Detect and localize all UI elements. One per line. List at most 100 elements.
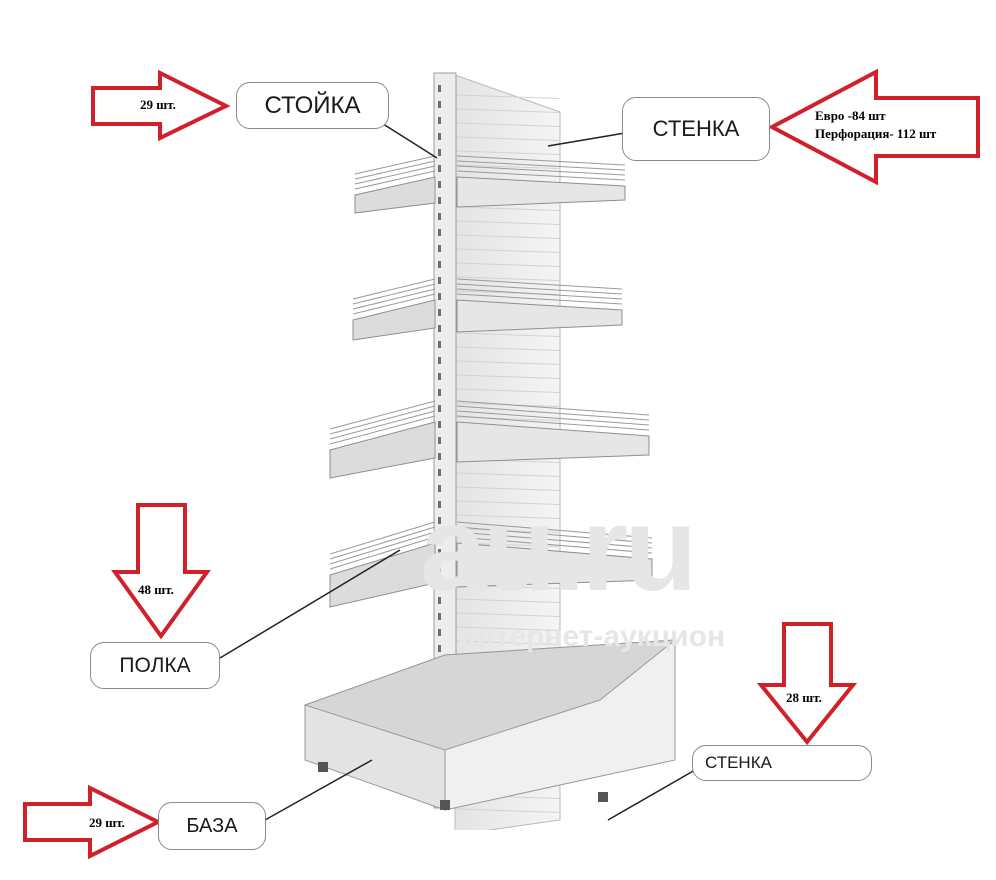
post-hole bbox=[438, 389, 441, 396]
slat-line bbox=[455, 626, 560, 631]
label-stoika-text: СТОЙКА bbox=[264, 91, 361, 119]
post-hole bbox=[438, 293, 441, 300]
post-hole bbox=[438, 549, 441, 556]
arrow-left-stenka bbox=[767, 68, 980, 186]
post-hole bbox=[438, 261, 441, 268]
label-stenka-top-text: СТЕНКА bbox=[652, 116, 740, 141]
count-stenka-euro: Евро -84 шт bbox=[815, 108, 886, 123]
post-hole bbox=[438, 357, 441, 364]
shelf-rail bbox=[456, 531, 653, 549]
count-stenka-perf: Перфорация- 112 шт bbox=[815, 126, 937, 141]
post-hole bbox=[438, 645, 441, 652]
slat-line bbox=[455, 598, 560, 603]
shelf-rail bbox=[329, 410, 436, 440]
slat-line bbox=[455, 248, 560, 253]
post-hole bbox=[438, 213, 441, 220]
slat-line bbox=[455, 122, 560, 127]
shelf-right-deck bbox=[456, 542, 653, 588]
post-hole bbox=[438, 101, 441, 108]
post-hole bbox=[438, 565, 441, 572]
shelf-rail bbox=[456, 400, 650, 416]
shelf-rail bbox=[354, 170, 436, 190]
post-hole bbox=[438, 149, 441, 156]
shelf-rail bbox=[456, 405, 650, 421]
leader-polka bbox=[219, 549, 401, 659]
slat-line bbox=[455, 360, 560, 365]
shelf-rail bbox=[456, 283, 623, 295]
slat-line bbox=[455, 374, 560, 379]
shelf-rail bbox=[329, 405, 436, 435]
slat-line bbox=[455, 276, 560, 281]
post-hole bbox=[438, 453, 441, 460]
slat-line bbox=[455, 164, 560, 169]
arrow-down-stenka bbox=[756, 622, 858, 746]
shelf-right-deck bbox=[456, 299, 623, 333]
post-hole bbox=[438, 517, 441, 524]
slat-line bbox=[455, 500, 560, 505]
slat-line bbox=[455, 472, 560, 477]
shelves bbox=[329, 155, 653, 608]
post-hole bbox=[438, 581, 441, 588]
watermark-tagline: интернет-аукцион bbox=[458, 620, 726, 653]
post-hole bbox=[438, 277, 441, 284]
count-polka: 48 шт. bbox=[138, 582, 174, 597]
shelf-left-deck bbox=[329, 542, 436, 608]
leader-lines bbox=[219, 121, 696, 821]
shelf-rail bbox=[352, 278, 436, 300]
shelf-rail bbox=[456, 521, 653, 539]
slat-line bbox=[455, 234, 560, 239]
shelf-rail bbox=[354, 155, 436, 175]
label-stenka-bottom: СТЕНКА bbox=[692, 745, 872, 781]
slat-line bbox=[455, 612, 560, 617]
leader-stoika bbox=[379, 121, 438, 159]
post-hole bbox=[438, 469, 441, 476]
label-stenka-top: СТЕНКА bbox=[622, 97, 770, 161]
shelf bbox=[329, 521, 653, 608]
post-hole bbox=[438, 405, 441, 412]
label-polka-text: ПОЛКА bbox=[119, 653, 191, 677]
leader-stenka-bottom bbox=[607, 769, 696, 821]
count-stoika: 29 шт. bbox=[140, 97, 176, 112]
arrow-down-polka bbox=[111, 503, 211, 640]
shelf-rail bbox=[329, 400, 436, 430]
base-unit bbox=[303, 639, 677, 811]
shelf-rail bbox=[456, 293, 623, 305]
slat-line bbox=[455, 640, 560, 645]
shelf-rail bbox=[456, 415, 650, 431]
post-hole bbox=[438, 309, 441, 316]
post-hole bbox=[438, 341, 441, 348]
post-hole bbox=[438, 421, 441, 428]
post-hole bbox=[438, 117, 441, 124]
slat-line bbox=[455, 514, 560, 519]
shelf-rail bbox=[456, 170, 626, 181]
shelf-rail bbox=[352, 293, 436, 315]
slat-line bbox=[455, 136, 560, 141]
post-hole bbox=[438, 629, 441, 636]
shelf bbox=[352, 278, 623, 341]
post-hole bbox=[438, 533, 441, 540]
slat-line bbox=[455, 346, 560, 351]
slat-line bbox=[455, 808, 560, 813]
post-hole bbox=[438, 197, 441, 204]
slat-line bbox=[455, 220, 560, 225]
shelf-rail bbox=[354, 160, 436, 180]
shelf-rail bbox=[329, 415, 436, 445]
label-stoika: СТОЙКА bbox=[236, 82, 389, 129]
post-hole bbox=[438, 437, 441, 444]
shelf bbox=[354, 155, 626, 214]
watermark-brand: au.ru bbox=[420, 482, 697, 616]
shelf-rail bbox=[456, 410, 650, 426]
arrow-right-baza bbox=[23, 784, 163, 860]
shelf-right-deck bbox=[456, 176, 626, 208]
post-hole bbox=[438, 165, 441, 172]
shelf-left-deck bbox=[329, 421, 436, 479]
post-hole bbox=[438, 373, 441, 380]
shelf-rail bbox=[329, 526, 436, 560]
shelf-left-deck bbox=[352, 299, 436, 341]
shelf-rail bbox=[456, 160, 626, 171]
shelf-rail bbox=[456, 536, 653, 554]
post-hole bbox=[438, 85, 441, 92]
shelf-rail bbox=[456, 155, 626, 166]
post-hole bbox=[438, 597, 441, 604]
shelf-rail bbox=[456, 526, 653, 544]
